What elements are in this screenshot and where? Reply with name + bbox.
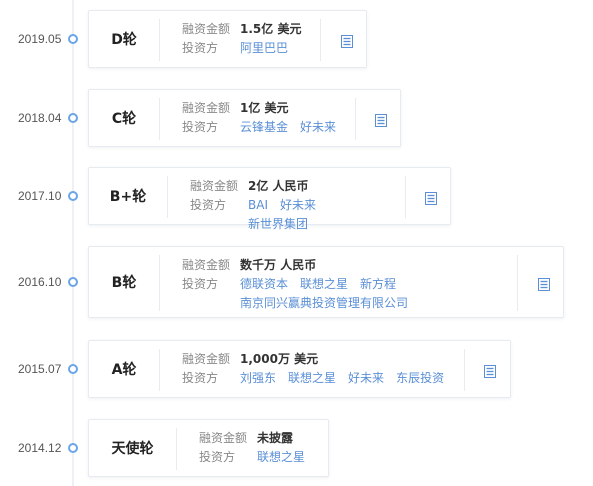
investor-link[interactable]: 好未来: [300, 120, 337, 134]
divider: [517, 255, 518, 311]
investor-link[interactable]: 东辰投资: [396, 371, 445, 385]
divider: [405, 176, 406, 218]
amount-row: 融资金额 2亿 人民币: [190, 177, 400, 196]
amount-label: 融资金额: [182, 101, 231, 115]
amount-row: 融资金额 1,000万 美元: [182, 350, 462, 369]
investors-label: 投资方: [182, 371, 219, 385]
divider: [159, 19, 160, 61]
amount-value: 数千万 人民币: [240, 258, 317, 272]
document-icon[interactable]: [341, 33, 353, 48]
investor-list: 阿里巴巴: [240, 39, 300, 58]
document-icon[interactable]: [538, 276, 550, 291]
investor-link[interactable]: 好未来: [280, 198, 317, 212]
round-date: 2014.12: [18, 441, 62, 455]
round-name: C轮: [111, 111, 137, 127]
financing-card: B+轮 融资金额 2亿 人民币投资方 BAI 好未来新世界集团: [88, 167, 451, 231]
financing-card: 天使轮 融资金额未披露投资方 联想之星: [88, 419, 329, 477]
investor-list: 刘强东联想之星好未来东辰投资: [240, 369, 456, 388]
investor-link[interactable]: 新世界集团: [248, 217, 309, 231]
investor-list: 云锋基金好未来: [240, 118, 348, 137]
round-date: 2018.04: [18, 111, 62, 125]
round-date: 2016.10: [18, 275, 62, 289]
document-icon[interactable]: [425, 190, 437, 205]
investors-label: 投资方: [182, 41, 219, 55]
amount-value: 未披露: [257, 431, 294, 445]
investors-row: 投资方 德联资本联想之星新方程南京同兴赢典投资管理有限公司: [182, 275, 512, 313]
investor-link[interactable]: 德联资本: [240, 277, 289, 291]
timeline-dot: [68, 364, 78, 374]
divider: [176, 428, 177, 470]
round-date: 2015.07: [18, 362, 62, 376]
amount-row: 融资金额 1亿 美元: [182, 99, 362, 118]
divider: [159, 255, 160, 311]
financing-info: 融资金额未披露投资方 联想之星: [199, 429, 324, 467]
financing-card: C轮 融资金额 1亿 美元投资方 云锋基金好未来: [88, 89, 401, 147]
round-name: A轮: [111, 362, 137, 378]
financing-info: 融资金额 2亿 人民币投资方 BAI 好未来新世界集团: [190, 177, 400, 234]
amount-value: 1,000万 美元: [240, 352, 319, 366]
amount-label: 融资金额: [182, 352, 231, 366]
divider: [159, 98, 160, 140]
financing-card: A轮 融资金额 1,000万 美元投资方 刘强东联想之星好未来东辰投资: [88, 340, 511, 398]
investor-link[interactable]: 云锋基金: [240, 120, 289, 134]
divider: [355, 98, 356, 140]
divider: [167, 176, 168, 218]
investor-link[interactable]: 联想之星: [257, 450, 306, 464]
amount-value: 1.5亿 美元: [240, 22, 302, 36]
amount-row: 融资金额数千万 人民币: [182, 256, 512, 275]
investor-list: 德联资本联想之星新方程南京同兴赢典投资管理有限公司: [240, 275, 512, 313]
investor-list: BAI 好未来新世界集团: [248, 196, 400, 234]
amount-row: 融资金额未披露: [199, 429, 324, 448]
round-name: 天使轮: [111, 441, 154, 457]
investor-link[interactable]: 好未来: [348, 371, 385, 385]
investors-row: 投资方 联想之星: [199, 448, 324, 467]
financing-info: 融资金额 1,000万 美元投资方 刘强东联想之星好未来东辰投资: [182, 350, 462, 388]
investors-row: 投资方 刘强东联想之星好未来东辰投资: [182, 369, 462, 388]
divider: [464, 349, 465, 391]
investor-link[interactable]: 阿里巴巴: [240, 41, 289, 55]
investor-list: 联想之星: [257, 448, 317, 467]
amount-value: 2亿 人民币: [248, 179, 309, 193]
investor-link[interactable]: BAI: [248, 198, 268, 212]
divider: [320, 19, 321, 61]
timeline-dot: [68, 191, 78, 201]
investors-row: 投资方 BAI 好未来新世界集团: [190, 196, 400, 234]
timeline-dot: [68, 34, 78, 44]
amount-value: 1亿 美元: [240, 101, 289, 115]
investors-label: 投资方: [182, 277, 219, 291]
financing-card: B轮 融资金额数千万 人民币投资方 德联资本联想之星新方程南京同兴赢典投资管理有限公…: [88, 246, 564, 318]
timeline-line: [72, 0, 74, 486]
amount-label: 融资金额: [182, 22, 231, 36]
investor-link[interactable]: 新方程: [360, 277, 397, 291]
investors-row: 投资方 阿里巴巴: [182, 39, 332, 58]
financing-card: D轮 融资金额 1.5亿 美元投资方 阿里巴巴: [88, 10, 367, 68]
financing-info: 融资金额 1亿 美元投资方 云锋基金好未来: [182, 99, 362, 137]
financing-info: 融资金额数千万 人民币投资方 德联资本联想之星新方程南京同兴赢典投资管理有限公司: [182, 256, 512, 313]
document-icon[interactable]: [375, 112, 387, 127]
divider: [159, 349, 160, 391]
round-name: D轮: [111, 32, 137, 48]
round-date: 2019.05: [18, 32, 62, 46]
amount-label: 融资金额: [199, 431, 248, 445]
amount-label: 融资金额: [182, 258, 231, 272]
timeline-dot: [68, 277, 78, 287]
investor-link[interactable]: 联想之星: [300, 277, 349, 291]
round-date: 2017.10: [18, 189, 62, 203]
round-name: B+轮: [109, 189, 147, 205]
investors-row: 投资方 云锋基金好未来: [182, 118, 362, 137]
investor-link[interactable]: 联想之星: [288, 371, 337, 385]
investor-link[interactable]: 南京同兴赢典投资管理有限公司: [240, 296, 409, 310]
investors-label: 投资方: [182, 120, 219, 134]
investors-label: 投资方: [190, 198, 227, 212]
timeline-dot: [68, 443, 78, 453]
investor-link[interactable]: 刘强东: [240, 371, 277, 385]
timeline-dot: [68, 113, 78, 123]
amount-row: 融资金额 1.5亿 美元: [182, 20, 332, 39]
investors-label: 投资方: [199, 450, 236, 464]
financing-info: 融资金额 1.5亿 美元投资方 阿里巴巴: [182, 20, 332, 58]
round-name: B轮: [111, 275, 137, 291]
amount-label: 融资金额: [190, 179, 239, 193]
document-icon[interactable]: [484, 363, 496, 378]
